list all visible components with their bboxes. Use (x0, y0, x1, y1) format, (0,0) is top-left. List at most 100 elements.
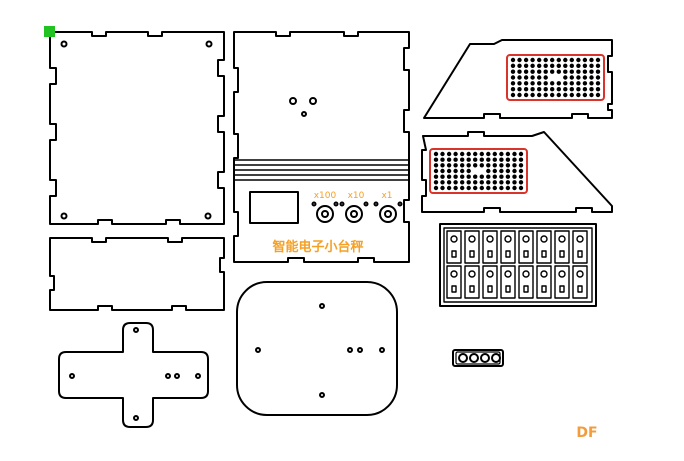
grille-hole (466, 163, 471, 168)
grille-hole (473, 151, 478, 157)
grille-hole (433, 174, 439, 179)
cell-slot-hole (522, 235, 530, 243)
grille-hole (595, 87, 601, 92)
cell-slot-notch (469, 250, 475, 258)
grille-hole (512, 180, 517, 185)
grille-hole (479, 174, 484, 179)
grille-hole (563, 69, 568, 74)
grille-hole (510, 81, 516, 86)
display-window (249, 191, 299, 224)
grille-hole (479, 185, 484, 191)
grille-hole (563, 75, 568, 80)
grille-hole (589, 75, 594, 80)
grille-hole (543, 87, 548, 92)
grille-hole (466, 174, 471, 179)
cell-slot (482, 265, 498, 299)
grille-hole (492, 151, 497, 157)
cell-slot (446, 265, 462, 299)
grille-hole (440, 168, 445, 174)
grille-hole (505, 163, 511, 168)
grille-hole (486, 174, 491, 179)
cell-slot (464, 265, 480, 299)
cell-slot-notch (523, 285, 529, 293)
cell-slot (572, 265, 588, 299)
grille-hole (582, 92, 588, 98)
grille-hole (530, 69, 535, 74)
cell-slot-notch (577, 250, 583, 258)
grille-hole (486, 157, 491, 162)
grille-hole (537, 92, 542, 98)
cell-slot-notch (451, 250, 457, 258)
cell-slot-notch (559, 250, 565, 258)
grille-hole (466, 180, 471, 185)
grille-hole (595, 57, 601, 63)
grille-hole (530, 87, 535, 92)
grille-hole (523, 81, 529, 86)
grille-hole (486, 185, 491, 191)
panel-side-small (49, 237, 225, 311)
grille-hole (492, 185, 497, 191)
grille-hole (523, 57, 529, 63)
cell-slot (482, 230, 498, 264)
cell-slot (446, 230, 462, 264)
cell-slot-notch (487, 285, 493, 293)
cell-slot-hole (504, 270, 512, 278)
grille-hole (512, 157, 517, 162)
grille-hole (517, 92, 522, 98)
speaker-frame-lower (429, 148, 528, 194)
panel-weighing-tray (236, 281, 398, 416)
cell-slot (500, 230, 516, 264)
cell-slot-hole (576, 235, 584, 243)
grille-hole (530, 81, 535, 86)
grille-hole (510, 69, 516, 74)
device-name-label: 智能电子小台秤 (272, 239, 363, 255)
grille-hole (550, 87, 555, 92)
cell-slot-notch (523, 250, 529, 258)
grille-hole (505, 174, 511, 179)
grille-hole (517, 69, 522, 74)
grille-hole (460, 185, 465, 191)
grille-hole (543, 81, 548, 86)
grille-hole (576, 63, 581, 68)
grille-hole (595, 81, 601, 86)
speaker-grille-upper (506, 54, 605, 101)
grille-hole (543, 69, 548, 74)
grille-hole (460, 157, 465, 162)
grille-hole (473, 180, 478, 185)
grille-hole (466, 151, 471, 157)
grille-hole (569, 75, 574, 80)
grille-hole (486, 151, 491, 157)
multiplier-x100-label: x100 (314, 191, 337, 201)
grille-hole (479, 163, 484, 168)
grille-hole (510, 75, 516, 80)
grille-hole (543, 75, 548, 80)
grille-hole (589, 87, 594, 92)
cell-slot-hole (486, 270, 494, 278)
cell-slot-hole (468, 270, 476, 278)
grille-hole (479, 151, 484, 157)
grille-hole (446, 151, 452, 157)
grille-hole (466, 185, 471, 191)
grille-hole (523, 75, 529, 80)
grille-hole (582, 81, 588, 86)
panel-cell-holder (439, 223, 597, 307)
grille-hole (530, 92, 535, 98)
grille-hole (563, 81, 568, 86)
grille-hole (512, 163, 517, 168)
grille-hole (518, 157, 524, 162)
grille-hole (453, 163, 458, 168)
grille-hole (589, 92, 594, 98)
grille-hole (453, 180, 458, 185)
grille-hole (510, 92, 516, 98)
cell-slot-hole (558, 235, 566, 243)
grille-hole (446, 174, 452, 179)
grille-hole (440, 157, 445, 162)
grille-hole (576, 92, 581, 98)
grille-hole (499, 151, 504, 157)
grille-hole (543, 57, 548, 63)
grille-hole (505, 168, 511, 174)
grille-hole (499, 174, 504, 179)
cell-slot-hole (486, 235, 494, 243)
cell-slot (464, 230, 480, 264)
grille-hole (589, 57, 594, 63)
